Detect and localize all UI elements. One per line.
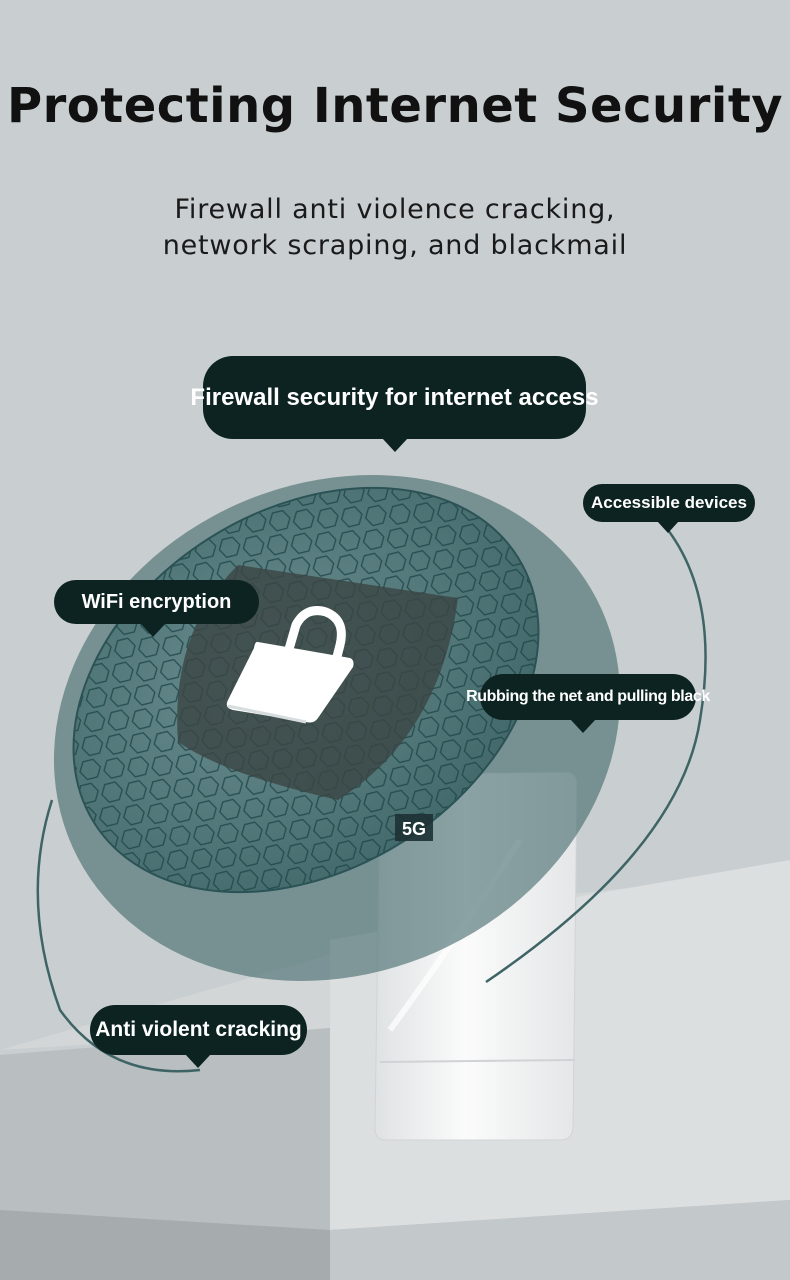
callout-rubbing-net: Rubbing the net and pulling black [466, 674, 710, 733]
subtitle-line-2: network scraping, and blackmail [162, 230, 628, 261]
5g-badge [395, 814, 433, 841]
pedestal-front [0, 1210, 330, 1280]
lock-icon [226, 606, 354, 724]
callout-firewall-security: Firewall security for internet access [190, 356, 599, 452]
callout-accessible-devices: Accessible devices [583, 484, 755, 533]
subtitle-line-1: Firewall anti violence cracking, [174, 194, 616, 225]
page-subtitle: Firewall anti violence cracking, network… [95, 192, 695, 264]
5g-badge-text: 5G [402, 819, 426, 839]
callout-anti-violent-cracking: Anti violent cracking [90, 1005, 307, 1068]
orbit-line-right [485, 529, 707, 984]
pedestal-side [330, 1200, 790, 1280]
page-title: Protecting Internet Security [6, 78, 784, 134]
orbit-line-left [36, 799, 201, 1073]
callout-wifi-encryption: WiFi encryption [54, 580, 259, 637]
